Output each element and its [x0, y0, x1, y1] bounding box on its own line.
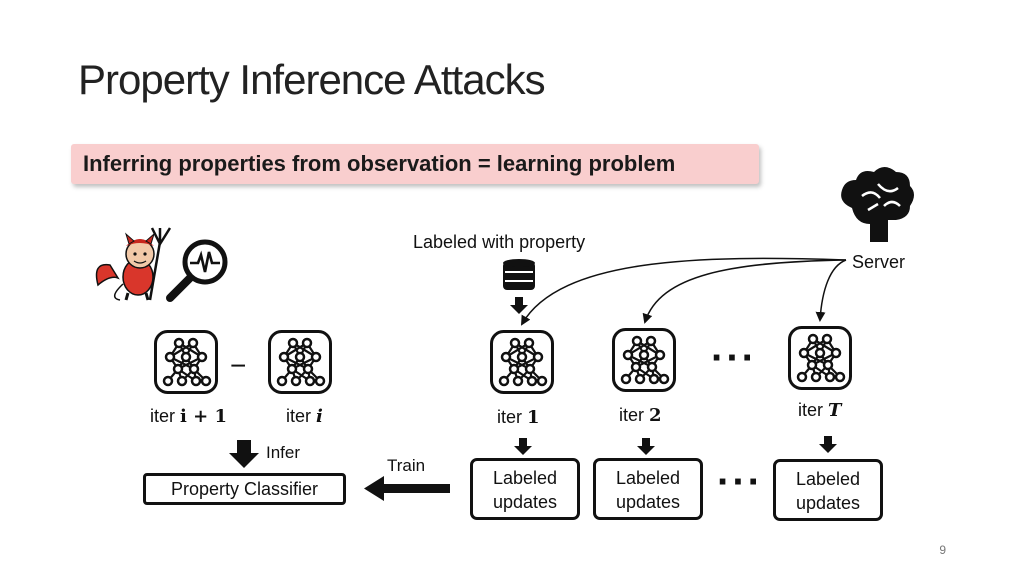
- database-icon: [503, 259, 535, 290]
- ellipsis-top: ···: [711, 336, 757, 380]
- slide-title: Property Inference Attacks: [78, 56, 546, 103]
- magnifier-signal-icon: [166, 239, 228, 302]
- minus-sign: −: [230, 350, 249, 381]
- neural-network-icon: [612, 328, 676, 392]
- neural-network-icon: [154, 330, 218, 394]
- iter-label-2: iter 2: [619, 405, 662, 426]
- iter-label-1: iter 1: [497, 407, 540, 428]
- ellipsis-bottom: ···: [717, 460, 763, 504]
- neural-network-icon: [788, 326, 852, 390]
- arrow-down-icon: [514, 438, 532, 455]
- callout-text: Inferring properties from observation = …: [83, 151, 676, 176]
- devil-icon: [95, 227, 172, 301]
- iter-label-T: iter T: [798, 400, 842, 421]
- infer-label: Infer: [266, 443, 301, 462]
- arrow-down-icon: [510, 297, 528, 314]
- callout-banner: Inferring properties from observation = …: [71, 144, 759, 184]
- arrow-down-icon: [819, 436, 837, 453]
- brain-icon: [841, 167, 914, 242]
- infer-arrow-icon: [229, 440, 259, 468]
- iter-label-i: iter i: [286, 406, 323, 427]
- train-arrow-icon: [364, 476, 450, 501]
- neural-network-icon: [268, 330, 332, 394]
- neural-network-icon: [490, 330, 554, 394]
- arrow-down-icon: [637, 438, 655, 455]
- train-label: Train: [387, 456, 426, 475]
- server-links: [520, 257, 847, 326]
- labeled-with-property-label: Labeled with property: [413, 232, 586, 252]
- page-number: 9: [939, 543, 946, 557]
- iter-label-i-plus-1: iter i + 1: [150, 406, 227, 427]
- property-classifier-box: Property Classifier: [143, 473, 346, 505]
- server-label: Server: [852, 252, 906, 272]
